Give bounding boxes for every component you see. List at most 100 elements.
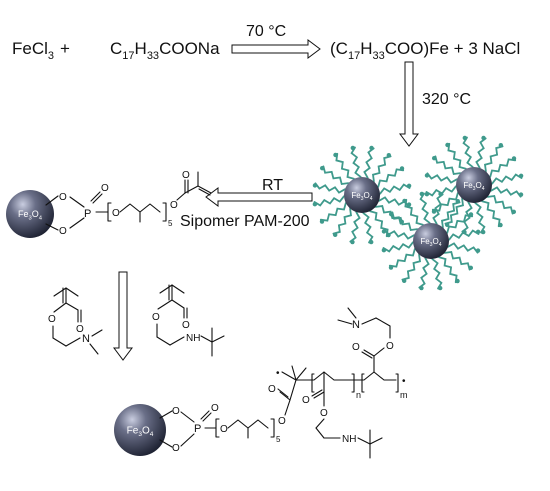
atom-oxygen: O: [59, 226, 67, 237]
oleate-ligand: [444, 197, 464, 225]
bond: [45, 195, 59, 206]
bond: [357, 437, 371, 445]
bond: [279, 391, 291, 401]
particle-label: Fe3O4: [420, 237, 441, 248]
nanoparticle-core: [344, 177, 380, 213]
bond: [281, 371, 297, 381]
oleate-ligand: [431, 192, 459, 212]
arrow-down-2: [113, 271, 133, 361]
ligand-headgroup: [511, 209, 517, 215]
ligand-headgroup: [480, 229, 486, 235]
atom-oxygen: O: [182, 320, 190, 331]
bond: [361, 317, 377, 325]
oleate-ligand: [484, 145, 504, 173]
oleate-ligand: [426, 172, 458, 184]
nanoparticle-core: [114, 404, 166, 456]
bond: [176, 192, 186, 201]
bond: [156, 336, 171, 346]
ligand-headgroup: [368, 239, 374, 245]
ligand-headgroup: [518, 192, 524, 197]
polymer-grafted-particle: Fe3O4 O O P O O 5 O O • n: [114, 307, 408, 459]
atom-oxygen: O: [268, 384, 276, 395]
oleate-ligand: [383, 228, 415, 240]
ligand-headgroup: [438, 191, 443, 197]
oleate-ligand: [313, 195, 345, 207]
bond: [169, 336, 185, 346]
repeat-n: n: [356, 390, 361, 400]
bond: [53, 302, 67, 313]
oleate-ligand: [447, 142, 467, 170]
oleate-ligand: [431, 258, 443, 290]
atom-oxygen: O: [76, 324, 84, 335]
atom-phosphorus: P: [194, 423, 201, 435]
oleate-ligand: [362, 212, 374, 244]
bond: [180, 433, 195, 447]
bond: [92, 193, 103, 204]
monomer-tbaema: O O NH: [152, 284, 225, 357]
oleate-ligand: [446, 214, 474, 234]
ligand-headgroup: [319, 219, 325, 224]
oleate-ligand: [335, 152, 355, 180]
atom-nitrogen: N: [82, 333, 90, 345]
oleate-ligand: [443, 251, 471, 271]
bond: [184, 185, 199, 194]
product-iron-oleate: (C17H33COO)Fe + 3 NaCl: [330, 39, 520, 62]
phosphate-functionalized-particle: Fe3O4 O O O P O 5 O O: [6, 170, 212, 238]
ligand-headgroup: [319, 165, 325, 171]
oleate-ligand: [419, 192, 431, 224]
ligand-headgroup: [332, 232, 338, 238]
ligand-headgroup: [455, 278, 460, 284]
bond-chain: [119, 203, 161, 213]
reaction-2: 320 °C: [399, 61, 471, 147]
oleate-ligand: [314, 182, 346, 194]
bond: [45, 223, 59, 231]
atom-oxygen: O: [352, 342, 360, 353]
ligand-headgroup: [419, 285, 424, 291]
atom-oxygen: O: [170, 200, 178, 211]
ligand-headgroup: [424, 191, 430, 197]
oleate-ligand: [448, 229, 480, 241]
atom-oxygen: O: [278, 416, 286, 427]
bond: [65, 302, 79, 311]
reactant-sodium-oleate: C17H33COONa: [110, 39, 220, 62]
oleate-ligand: [441, 201, 461, 229]
nanoparticle-core: [6, 190, 54, 238]
arrow-down-1: [399, 61, 419, 147]
oleate-ligand: [486, 195, 514, 215]
bond: [202, 412, 212, 422]
oleate-ligand: [434, 155, 462, 175]
atom-phosphorus: P: [84, 208, 91, 220]
atom-oxygen: O: [152, 312, 160, 323]
repeat-count: 5: [276, 435, 281, 444]
bond: [198, 188, 211, 196]
oleate-ligand: [490, 186, 522, 198]
oleate-ligand: [363, 147, 375, 179]
bond: [52, 337, 67, 347]
oleate-ligand: [322, 165, 350, 185]
bond: [197, 185, 212, 194]
ligand-headgroup: [468, 212, 474, 217]
bond: [284, 399, 291, 416]
condition-sipomer: Sipomer PAM-200: [180, 213, 310, 230]
bond: [91, 329, 103, 337]
repeat-count: 5: [168, 219, 173, 228]
bond: [363, 349, 375, 357]
particle-label: Fe3O4: [463, 181, 484, 192]
oleate-ligand: [474, 202, 486, 234]
bond: [171, 284, 185, 294]
oleate-ligand: [332, 207, 352, 235]
atom-nitrogen: N: [352, 319, 360, 331]
nanoparticle-core: [413, 223, 449, 259]
oleate-ligand: [491, 173, 523, 185]
particle-label: Fe3O4: [351, 191, 372, 202]
reaction-3: RT Sipomer PAM-200: [180, 177, 313, 230]
oleate-ligand: [349, 211, 361, 243]
ligand-headgroup: [498, 142, 504, 148]
ligand-headgroup: [350, 145, 356, 151]
bond: [295, 367, 307, 381]
ligand-headgroup: [333, 152, 338, 158]
bond: [311, 389, 323, 397]
bond: [200, 410, 210, 420]
repeat-bracket-left: [215, 418, 220, 438]
